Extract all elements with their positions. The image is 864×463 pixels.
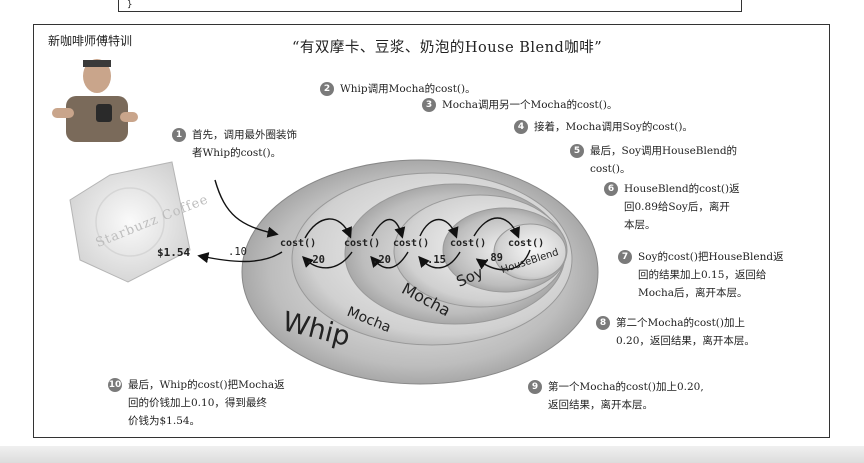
cost-label-soy: cost() (450, 238, 487, 249)
code-fragment: } (118, 0, 742, 12)
flow-value-whip: .10 (228, 246, 247, 258)
cost-label-whip: cost() (280, 238, 317, 249)
step-number-badge: 10 (108, 378, 122, 392)
flow-value-mocha-inner: .20 (372, 254, 391, 266)
call-arrows (197, 179, 531, 271)
step-number-badge: 8 (596, 316, 610, 330)
course-label: 新咖啡师傅特训 (48, 34, 133, 48)
step-number-badge: 7 (618, 250, 632, 264)
step-number-badge: 3 (422, 98, 436, 112)
nested-rings (241, 159, 599, 385)
step-number-badge: 2 (320, 82, 334, 96)
cost-label-mocha-outer: cost() (344, 238, 381, 249)
step-number-badge: 5 (570, 144, 584, 158)
final-price: $1.54 (157, 246, 191, 259)
step-number-badge: 1 (172, 128, 186, 142)
flow-value-soy: .15 (427, 254, 446, 266)
step-number-badge: 6 (604, 182, 618, 196)
barista-figure (52, 59, 138, 142)
page-bottom-band (0, 446, 864, 463)
cost-label-mocha-inner: cost() (393, 238, 430, 249)
cost-label-houseblend: cost() (508, 238, 545, 249)
step-number-badge: 4 (514, 120, 528, 134)
starbuzz-napkin (69, 161, 191, 283)
diagram-title: “有双摩卡、豆浆、奶泡的House Blend咖啡” (292, 40, 603, 56)
flow-value-houseblend: .89 (484, 252, 503, 264)
step-number-badge: 9 (528, 380, 542, 394)
flow-value-mocha-outer: .20 (306, 254, 325, 266)
